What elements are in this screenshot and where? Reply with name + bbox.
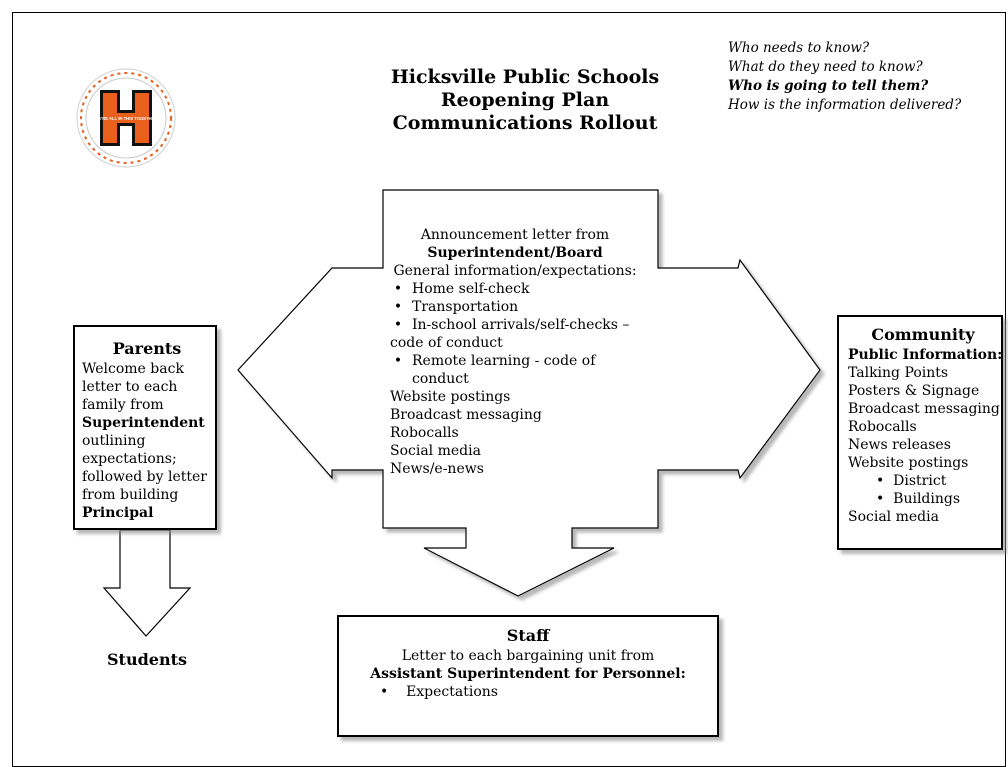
parents-superintendent: Superintendent [82, 415, 205, 431]
community-item: Talking Points [848, 365, 949, 381]
parents-line: followed by letter [82, 469, 207, 485]
staff-title: Staff [506, 626, 550, 645]
district-logo: WE'RE ALL IN THIS TOGETHER [76, 68, 176, 168]
list-item: •Transportation [393, 299, 519, 315]
center-cross-arrow [237, 189, 821, 597]
question-how: How is the information delivered? [728, 97, 962, 113]
staff-bullet: • Expectations [380, 684, 498, 700]
community-title: Community [871, 325, 975, 344]
question-tell: Who is going to tell them? [728, 78, 929, 94]
parents-line: Welcome back [82, 361, 184, 377]
list-item-continued: conduct [412, 371, 469, 387]
channel-item: Website postings [390, 389, 511, 405]
guiding-questions: Who needs to know? What do they need to … [728, 39, 1003, 115]
list-item: •Home self-check [393, 281, 530, 297]
list-item: •In-school arrivals/self-checks – [393, 317, 630, 333]
parents-content: Parents Welcome back letter to each fami… [82, 340, 212, 522]
title-line-2: Reopening Plan [440, 89, 610, 111]
community-subtitle: Public Information: [848, 347, 1003, 363]
parents-line: family from [82, 397, 164, 413]
staff-author: Assistant Superintendent for Personnel: [370, 666, 686, 682]
parents-principal: Principal [82, 505, 154, 521]
community-item: Posters & Signage [848, 383, 980, 399]
community-box [837, 315, 1003, 550]
logo-h-icon [100, 90, 152, 146]
community-item: Website postings [848, 455, 969, 471]
parents-line: outlining [82, 433, 146, 449]
question-who: Who needs to know? [728, 40, 870, 56]
parents-line: expectations; [82, 451, 177, 467]
title-line-1: Hicksville Public Schools [390, 66, 660, 88]
students-label: Students [107, 650, 187, 669]
staff-box [337, 615, 719, 737]
center-announcement: Announcement letter from Superintendent/… [390, 226, 640, 478]
announcement-line: Announcement letter from [420, 227, 610, 243]
title-line-3: Communications Rollout [392, 112, 658, 134]
parents-box [73, 325, 217, 530]
staff-content: Staff Letter to each bargaining unit fro… [346, 627, 710, 701]
community-item: News releases [848, 437, 951, 453]
community-item: Broadcast messaging [848, 401, 1000, 417]
parents-down-arrow [102, 529, 192, 637]
community-subitem: • District [876, 473, 947, 489]
staff-line: Letter to each bargaining unit from [401, 648, 655, 664]
announcement-general: General information/expectations: [393, 263, 637, 279]
community-subitem: • Buildings [876, 491, 961, 507]
community-item: Robocalls [848, 419, 917, 435]
channel-item: News/e-news [390, 461, 484, 477]
list-item: •Remote learning - code of [393, 353, 596, 369]
page-title: Hicksville Public Schools Reopening Plan… [380, 66, 670, 135]
parents-line: letter to each [82, 379, 178, 395]
parents-line: from building [82, 487, 179, 503]
list-item-continued: code of conduct [390, 335, 503, 351]
community-content: Community Public Information: Talking Po… [848, 325, 1003, 526]
announcement-author: Superintendent/Board [427, 245, 603, 261]
channel-item: Robocalls [390, 425, 459, 441]
parents-title: Parents [112, 339, 182, 358]
channel-item: Social media [390, 443, 481, 459]
question-what: What do they need to know? [728, 59, 923, 75]
channel-item: Broadcast messaging [390, 407, 542, 423]
expectations-list: •Home self-check •Transportation •In-sch… [390, 280, 640, 388]
community-item: Social media [848, 509, 939, 525]
svg-text:WE'RE ALL IN THIS TOGETHER: WE'RE ALL IN THIS TOGETHER [94, 116, 157, 121]
